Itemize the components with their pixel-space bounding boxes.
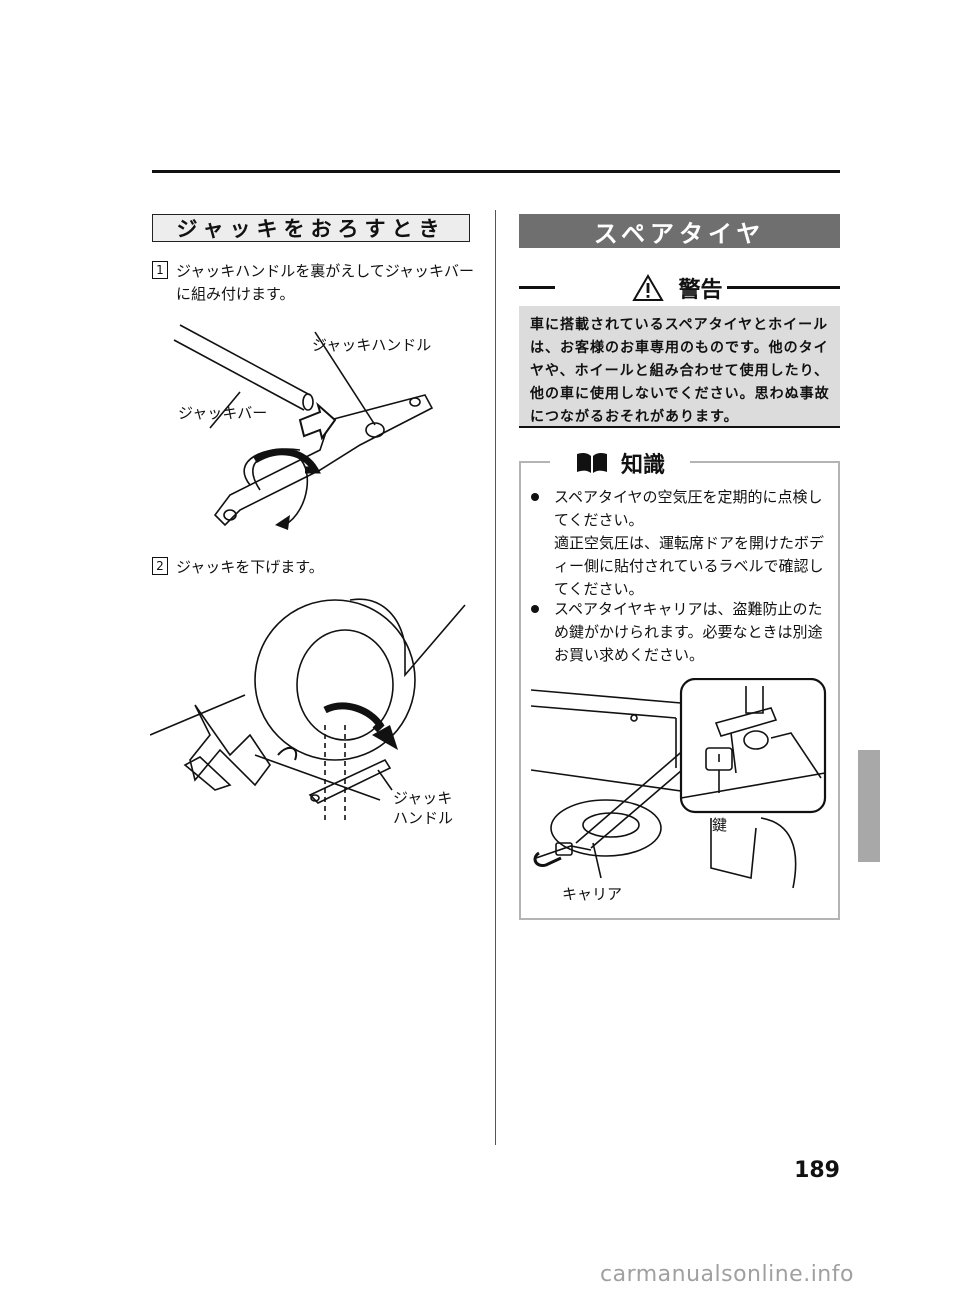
- jack-handle-illustration: [173, 324, 434, 530]
- info-title: 知識: [550, 448, 690, 478]
- warning-triangle-icon: [632, 274, 665, 301]
- info-bullet-1: スペアタイヤの空気圧を定期的に点検してください。 適正空気圧は、運転席ドアを開け…: [531, 486, 831, 601]
- warning-box: 車に搭載されているスペアタイヤとホイールは、お客様のお車専用のものです。他のタイ…: [519, 306, 840, 428]
- label-jack-bar: ジャッキバー: [178, 404, 268, 422]
- bullet-dot: [531, 493, 539, 501]
- label-key: 鍵: [712, 816, 728, 834]
- info-bullet-2: スペアタイヤキャリアは、盗難防止のため鍵がかけられます。必要なときは別途お買い求…: [531, 598, 831, 667]
- open-book-icon: [576, 452, 607, 473]
- step-number: 1: [152, 261, 168, 279]
- bullet-subtext: 適正空気圧は、運転席ドアを開けたボディー側に貼付されているラベルで確認してくださ…: [554, 534, 825, 598]
- side-tab-marker: [858, 750, 880, 862]
- warning-title-text: 警告: [674, 272, 727, 304]
- label-jack-handle-line2: ハンドル: [393, 809, 454, 827]
- bullet-text: スペアタイヤキャリアは、盗難防止のため鍵がかけられます。必要なときは別途お買い求…: [554, 600, 823, 664]
- spare-tire-carrier-illustration: [531, 678, 827, 889]
- step-1: 1 ジャッキハンドルを裏がえしてジャッキバーに組み付けます。: [152, 260, 476, 306]
- step-text: ジャッキを下げます。: [176, 558, 324, 576]
- step-2: 2 ジャッキを下げます。: [152, 556, 476, 579]
- bullet-text: スペアタイヤの空気圧を定期的に点検してください。: [554, 488, 823, 529]
- info-title-text: 知識: [620, 453, 665, 478]
- column-divider: [495, 210, 496, 1145]
- warning-title-rule-left: [519, 286, 555, 289]
- lower-jack-illustration: [150, 598, 466, 820]
- page-number: 189: [794, 1158, 840, 1183]
- step-text: ジャッキハンドルを裏がえしてジャッキバーに組み付けます。: [176, 262, 475, 303]
- label-jack-handle-line1: ジャッキ: [393, 789, 453, 807]
- warning-title-rule-right: [678, 286, 840, 289]
- top-rule: [152, 170, 840, 173]
- watermark: carmanualsonline.info: [600, 1262, 854, 1287]
- warning-title: 警告: [519, 270, 840, 306]
- warning-text: 車に搭載されているスペアタイヤとホイールは、お客様のお車専用のものです。他のタイ…: [530, 317, 830, 425]
- bullet-dot: [531, 605, 539, 613]
- section-header-lowering-jack: ジャッキをおろすとき: [152, 214, 470, 242]
- label-jack-handle: ジャッキハンドル: [312, 336, 432, 354]
- label-carrier: キャリア: [562, 885, 623, 903]
- step-number: 2: [152, 557, 168, 575]
- section-header-spare-tire: スペアタイヤ: [519, 214, 840, 248]
